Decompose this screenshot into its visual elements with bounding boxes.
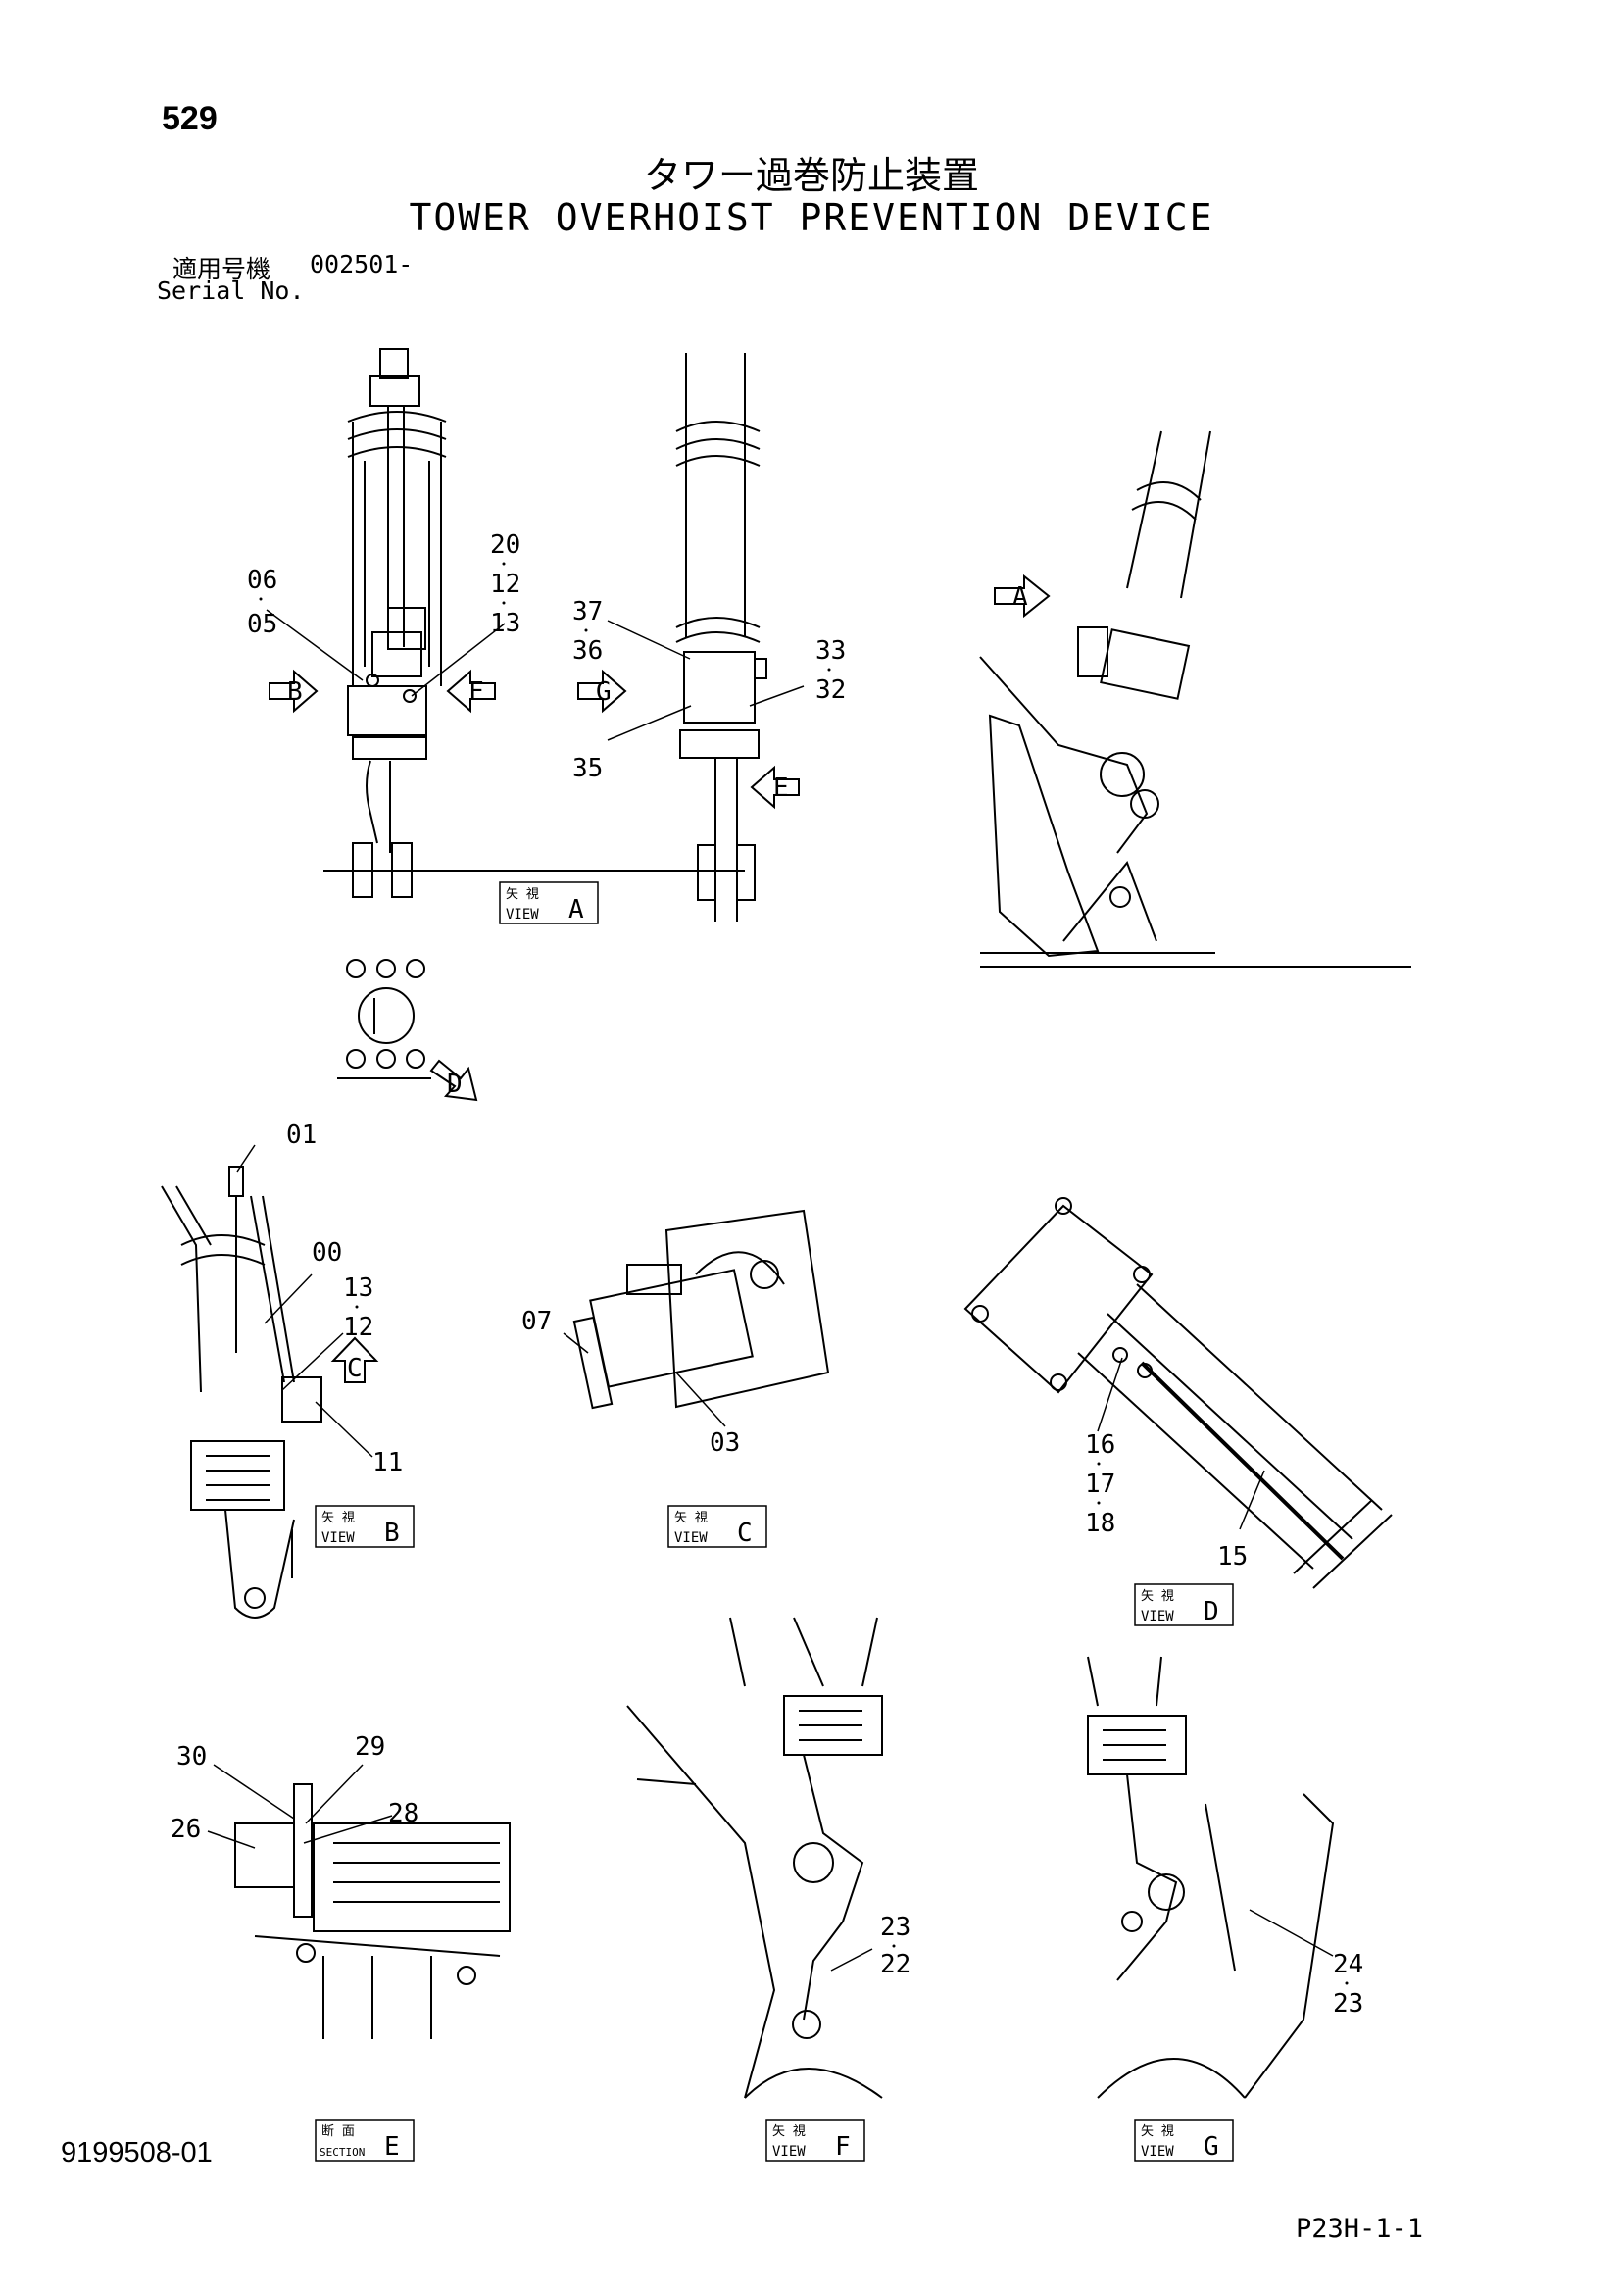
view-label-g: 矢 視 VIEW G	[1141, 2124, 1219, 2162]
view-label-f: 矢 視 VIEW F	[772, 2124, 851, 2162]
callout-11: 11	[372, 1448, 403, 1477]
svg-text:VIEW: VIEW	[772, 2144, 806, 2160]
svg-text:E: E	[384, 2132, 400, 2162]
callout-12: 12	[490, 570, 520, 599]
section-e-drawing	[234, 1783, 511, 2039]
serial-label-english: Serial No.	[157, 276, 305, 305]
callout-26: 26	[171, 1815, 201, 1844]
callout-32: 32	[815, 675, 846, 705]
callout-18: 18	[1085, 1509, 1115, 1538]
svg-text:矢 視: 矢 視	[506, 887, 539, 902]
svg-text:VIEW: VIEW	[506, 907, 539, 923]
callout-29: 29	[355, 1732, 385, 1762]
callout-17: 17	[1085, 1470, 1115, 1499]
arrow-flag-a	[994, 574, 1051, 619]
callout-05: 05	[247, 610, 277, 639]
arrow-flags	[269, 574, 1051, 1383]
svg-text:矢 視: 矢 視	[1141, 2124, 1174, 2139]
arrow-flag-d	[429, 1059, 478, 1102]
callout-33: 33	[815, 636, 846, 666]
arrow-flag-f-letter: F	[468, 677, 484, 707]
section-label-e: 断 面 SECTION E	[320, 2124, 400, 2162]
callout-07: 07	[521, 1307, 552, 1336]
arrow-flag-d-letter: D	[447, 1070, 463, 1099]
svg-text:SECTION: SECTION	[320, 2146, 365, 2159]
callout-01: 01	[286, 1121, 317, 1150]
svg-text:VIEW: VIEW	[1141, 2144, 1174, 2160]
main-view-left-assembly	[323, 348, 745, 898]
serial-value: 002501-	[310, 250, 414, 278]
drawing-number: 9199508-01	[61, 2137, 213, 2169]
main-view-right-assembly	[675, 353, 767, 922]
callout-24: 24	[1333, 1950, 1363, 1979]
arrow-flag-b	[269, 669, 319, 714]
callout-36: 36	[572, 636, 603, 666]
svg-text:矢 視: 矢 視	[674, 1511, 708, 1525]
callout-16: 16	[1085, 1430, 1115, 1460]
title-english: TOWER OVERHOIST PREVENTION DEVICE	[409, 196, 1214, 239]
view-f-drawing	[626, 1617, 883, 2099]
plan-view-circles	[337, 959, 431, 1079]
callout-15: 15	[1217, 1542, 1248, 1572]
callout-06: 06	[247, 566, 277, 595]
arrow-flag-c	[330, 1336, 379, 1383]
svg-text:B: B	[384, 1519, 400, 1548]
arrow-flag-g-letter: G	[596, 677, 612, 707]
svg-text:矢 視: 矢 視	[772, 2124, 806, 2139]
page-number: 529	[162, 100, 218, 137]
view-g-drawing	[1087, 1656, 1335, 2099]
callout-13-view-b: 13	[343, 1273, 373, 1303]
svg-text:F: F	[835, 2132, 851, 2162]
view-label-a: 矢 視 VIEW A	[506, 887, 584, 924]
title-japanese: タワー過巻防止装置	[643, 154, 979, 197]
callout-30: 30	[176, 1742, 207, 1772]
callout-12-view-b: 12	[343, 1313, 373, 1342]
page-code: P23H-1-1	[1296, 2214, 1424, 2244]
view-d-drawing	[963, 1197, 1393, 1589]
view-label-b: 矢 視 VIEW B	[321, 1511, 400, 1548]
view-label-d: 矢 視 VIEW D	[1141, 1589, 1219, 1626]
callout-22: 22	[880, 1950, 910, 1979]
svg-text:VIEW: VIEW	[674, 1530, 708, 1546]
arrow-flag-a-letter: A	[1012, 582, 1028, 612]
arrow-flag-f	[446, 669, 496, 714]
arrow-flag-g	[577, 669, 627, 714]
leader-lines	[207, 609, 1334, 1972]
view-label-boxes	[315, 881, 1234, 2162]
callout-35: 35	[572, 754, 603, 783]
callout-13: 13	[490, 609, 520, 638]
serial-label-japanese: 適用号機	[172, 255, 271, 283]
svg-text:A: A	[568, 895, 584, 924]
svg-text:矢 視: 矢 視	[1141, 1589, 1174, 1604]
arrow-flag-e	[750, 765, 800, 810]
callout-20: 20	[490, 530, 520, 560]
callout-23-view-f: 23	[880, 1913, 910, 1942]
svg-text:C: C	[737, 1519, 753, 1548]
view-a-drawing	[979, 430, 1411, 968]
callout-00: 00	[312, 1238, 342, 1268]
callout-28: 28	[388, 1799, 418, 1828]
svg-text:VIEW: VIEW	[1141, 1609, 1174, 1624]
svg-text:矢 視: 矢 視	[321, 1511, 355, 1525]
view-c-drawing	[572, 1209, 830, 1410]
callout-23-view-g: 23	[1333, 1989, 1363, 2019]
callout-37: 37	[572, 597, 603, 626]
callout-03: 03	[710, 1428, 740, 1458]
svg-text:断 面: 断 面	[321, 2124, 355, 2139]
view-b-drawing	[161, 1166, 322, 1619]
svg-text:G: G	[1204, 2132, 1219, 2162]
arrow-flag-c-letter: C	[347, 1354, 363, 1383]
svg-text:D: D	[1204, 1597, 1219, 1626]
svg-text:VIEW: VIEW	[321, 1530, 355, 1546]
arrow-flag-b-letter: B	[287, 677, 303, 707]
view-label-c: 矢 視 VIEW C	[674, 1511, 753, 1548]
arrow-flag-e-letter: E	[773, 774, 789, 803]
